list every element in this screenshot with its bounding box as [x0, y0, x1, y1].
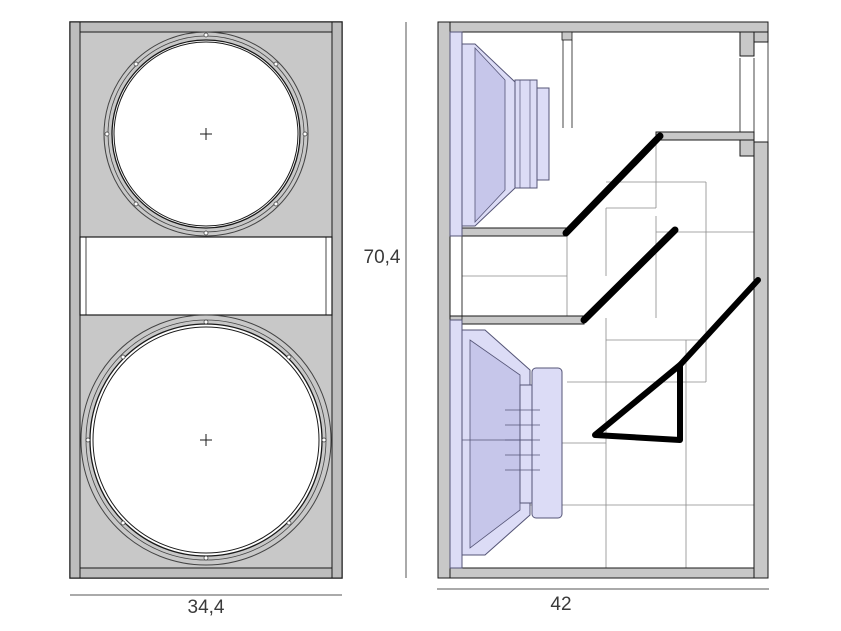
upper-driver-side-backplate	[536, 87, 550, 181]
lower-driver-shelf	[449, 315, 585, 325]
front-left-side-wall	[69, 21, 81, 579]
lower-driver-front	[80, 314, 332, 566]
front-bottom-panel	[79, 567, 333, 579]
front-top-panel	[79, 21, 333, 33]
upper-driver-mount-holes	[104, 32, 308, 236]
lower-driver-mount-holes	[85, 319, 327, 561]
lower-driver-side	[449, 319, 563, 569]
front-right-side-wall	[331, 21, 343, 579]
lower-driver-side-mount	[449, 319, 463, 569]
upper-driver-side-mount	[449, 31, 463, 237]
depth-dimension-label: 42	[550, 594, 571, 615]
side-baffle-panel	[437, 21, 451, 579]
port-deflectors	[562, 132, 761, 443]
lower-driver-side-backplate	[531, 367, 563, 519]
dimension-lines	[70, 22, 769, 596]
upper-driver-front	[103, 31, 309, 237]
upper-driver-shelf	[449, 227, 568, 237]
side-top-panel	[437, 21, 769, 33]
upper-shelf-right	[655, 131, 755, 141]
deflector-middle	[580, 226, 679, 324]
side-rear-top-lip	[753, 31, 769, 43]
front-port-opening	[79, 236, 333, 316]
deflector-upper	[562, 132, 664, 237]
crosshair-icon	[200, 434, 212, 446]
side-rear-panel	[753, 141, 769, 579]
side-bottom-panel	[437, 567, 769, 579]
side-section-view	[437, 21, 769, 579]
upper-driver-side-basket	[474, 46, 506, 224]
side-top-hanger	[561, 31, 573, 41]
upper-driver-side	[449, 31, 550, 237]
upper-driver-side-magnet	[514, 79, 538, 189]
deflector-lower-triangle	[592, 362, 683, 443]
lower-driver-side-basket	[469, 339, 521, 549]
crosshair-icon	[200, 128, 212, 140]
front-view	[69, 21, 343, 579]
width-dimension-label: 34,4	[188, 597, 225, 618]
deflector-lower-arm	[677, 277, 761, 368]
height-dimension-label: 70,4	[364, 247, 401, 268]
side-rear-upper-block	[739, 31, 755, 57]
